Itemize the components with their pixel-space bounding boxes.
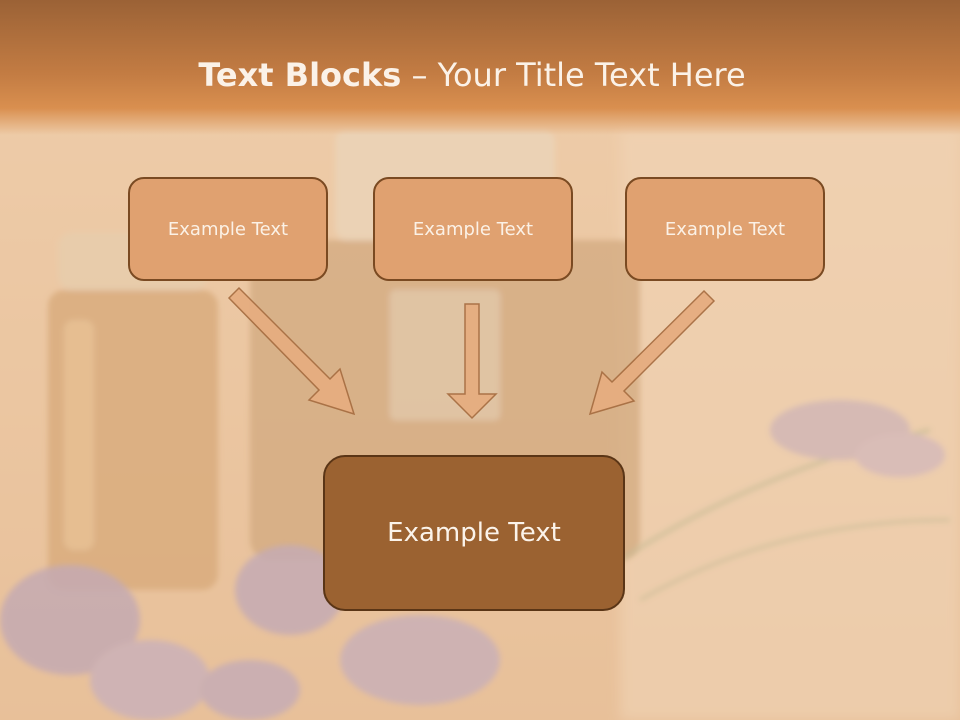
title-bold-part: Text Blocks (198, 56, 402, 94)
text-block-1-label: Example Text (167, 218, 289, 240)
title-rest-part: – Your Title Text Here (401, 56, 746, 94)
text-block-2-label: Example Text (412, 218, 534, 240)
text-block-main-label: Example Text (387, 518, 561, 548)
text-block-1[interactable]: Example Text (128, 177, 328, 281)
text-block-2[interactable]: Example Text (373, 177, 573, 281)
text-block-main[interactable]: Example Text (323, 455, 625, 611)
text-block-3-label: Example Text (664, 218, 786, 240)
title-band (0, 0, 960, 135)
text-block-3[interactable]: Example Text (625, 177, 825, 281)
slide-title: Text Blocks – Your Title Text Here (0, 52, 944, 98)
